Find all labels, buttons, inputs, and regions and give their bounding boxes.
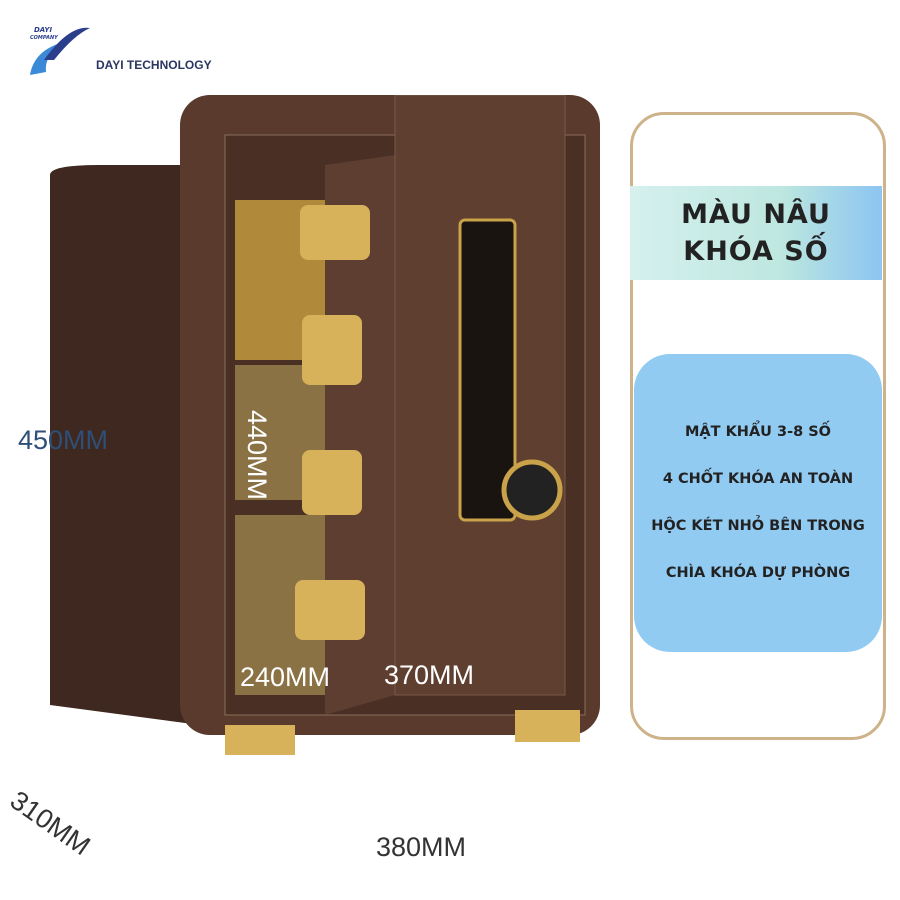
feature-list: MẬT KHẨU 3-8 SỐ 4 CHỐT KHÓA AN TOÀN HỘC … — [634, 354, 882, 652]
dimension-width: 380MM — [376, 832, 467, 862]
dimension-inner-width: 240MM — [240, 662, 331, 692]
logo-subtext: COMPANY — [30, 35, 58, 41]
dimension-inner-height: 440MM — [242, 410, 272, 501]
dimension-depth: 310MM — [4, 785, 96, 862]
logo-text: DAYI — [34, 26, 53, 34]
brand-name: DAYI TECHNOLOGY — [96, 58, 212, 72]
feature-item: HỘC KÉT NHỎ BÊN TRONG — [651, 518, 865, 534]
company-logo — [30, 27, 90, 75]
feature-item: 4 CHỐT KHÓA AN TOÀN — [662, 471, 854, 487]
feature-item: MẬT KHẨU 3-8 SỐ — [684, 424, 832, 440]
title-lock-type: KHÓA SỐ — [683, 236, 829, 267]
dimension-door-width: 370MM — [384, 660, 475, 690]
dimension-height: 450MM — [18, 425, 109, 455]
safe-image — [50, 95, 600, 755]
product-title: MÀU NÂU KHÓA SỐ — [630, 186, 882, 280]
title-color: MÀU NÂU — [681, 199, 831, 230]
feature-item: CHÌA KHÓA DỰ PHÒNG — [665, 565, 851, 581]
